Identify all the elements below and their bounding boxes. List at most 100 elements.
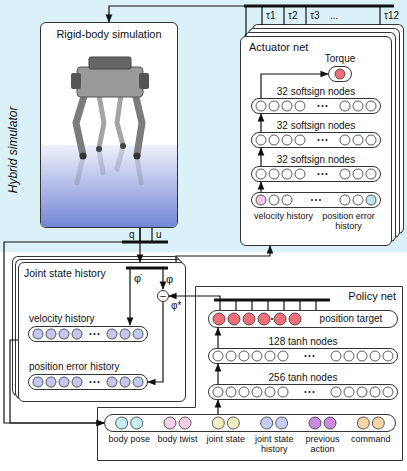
velocity-wire xyxy=(129,268,130,325)
neuron xyxy=(353,101,363,111)
hidden-layer-text: 32 softsign nodes xyxy=(252,154,380,166)
neuron xyxy=(331,351,341,361)
signal-label: φ* xyxy=(171,300,181,312)
history-buffer: position error history xyxy=(28,374,148,390)
neuron xyxy=(228,313,240,325)
neuron xyxy=(107,329,117,339)
subtract-circle-text: − xyxy=(157,290,169,302)
neuron xyxy=(252,387,262,397)
ellipsis-dot xyxy=(93,381,95,383)
policy-box-text: Policy net xyxy=(332,290,396,303)
robot-foot xyxy=(134,153,141,160)
neuron-row xyxy=(29,327,147,341)
ellipsis-dot xyxy=(317,173,319,175)
robot-foot xyxy=(80,153,87,160)
ellipsis-dot xyxy=(325,105,327,107)
signal-arrow xyxy=(217,364,218,384)
torque-label: τ12 xyxy=(384,10,399,22)
ellipsis-dot xyxy=(308,355,310,357)
signal-arrow xyxy=(260,148,261,166)
signal-label: u xyxy=(156,229,162,241)
signal-arrow xyxy=(260,114,261,132)
neuron xyxy=(256,101,266,111)
ellipsis-dot xyxy=(89,333,91,335)
hidden-layer-text: 256 tanh nodes xyxy=(209,372,397,384)
ellipsis-dot xyxy=(93,333,95,335)
neuron xyxy=(269,101,279,111)
neuron xyxy=(120,329,130,339)
robot-reflection xyxy=(77,147,141,183)
neuron xyxy=(383,387,393,397)
neuron xyxy=(72,377,82,387)
neuron xyxy=(278,351,288,361)
subtract-circle: − xyxy=(157,290,169,302)
neuron xyxy=(282,101,292,111)
neuron xyxy=(324,417,336,429)
history-buffer-text: velocity history xyxy=(29,313,95,325)
hidden-layer: 128 tanh nodes xyxy=(208,348,398,364)
torque-label: τ1 xyxy=(266,10,276,22)
ellipsis-dot xyxy=(311,199,313,201)
target-wire xyxy=(267,300,268,310)
signal-label: φ xyxy=(166,273,173,286)
neuron xyxy=(258,313,270,325)
neuron xyxy=(340,169,350,179)
observation-layer-text: body twist xyxy=(153,434,201,444)
neuron xyxy=(269,135,279,145)
neuron xyxy=(46,329,56,339)
neuron xyxy=(213,313,225,325)
ellipsis-dot xyxy=(89,381,91,383)
neuron xyxy=(256,135,266,145)
torque-wire xyxy=(379,6,380,25)
neuron xyxy=(116,417,128,429)
robot-hip xyxy=(71,73,81,89)
network-box: Actuator netTorque32 softsign nodes32 so… xyxy=(240,36,392,246)
torque-wire xyxy=(305,6,306,25)
signal-arrow xyxy=(260,182,261,192)
output-layer: position target xyxy=(208,310,398,328)
output-layer: Torque xyxy=(328,66,352,82)
simulator-region: Hybrid simulator Rigid-body simulationAc… xyxy=(0,0,407,252)
neuron xyxy=(59,377,69,387)
neuron xyxy=(226,387,236,397)
signal-arrow xyxy=(4,228,140,423)
observation-layer-text: joint state xyxy=(202,434,250,444)
ellipsis-dot xyxy=(321,139,323,141)
history-box-text: Joint state history xyxy=(24,267,106,279)
neuron xyxy=(370,387,380,397)
history-buffer: velocity history xyxy=(28,326,148,342)
neuron xyxy=(164,417,176,429)
hidden-layer-text: 32 softsign nodes xyxy=(252,86,380,98)
hidden-layer-text: 128 tanh nodes xyxy=(209,336,397,348)
target-bus xyxy=(214,299,330,302)
neuron xyxy=(33,329,43,339)
signal-arrow xyxy=(169,296,220,310)
neuron xyxy=(357,387,367,397)
history-buffer-text: position error history xyxy=(29,361,120,373)
torque-label: τ2 xyxy=(288,10,298,22)
neuron xyxy=(269,169,279,179)
neuron xyxy=(353,135,363,145)
neuron xyxy=(295,101,305,111)
robot-foot xyxy=(96,146,102,152)
neuron-row xyxy=(252,193,380,207)
neuron xyxy=(366,101,376,111)
neuron xyxy=(340,135,350,145)
neuron xyxy=(357,417,369,429)
simulation-box: Rigid-body simulation xyxy=(40,22,178,228)
ellipsis-dot xyxy=(317,139,319,141)
observation-layer-text: previous action xyxy=(298,434,346,455)
ellipsis-dot xyxy=(317,105,319,107)
hidden-layer: 256 tanh nodes xyxy=(208,384,398,400)
neuron-row xyxy=(209,349,397,363)
observation-layer-text: body pose xyxy=(105,434,153,444)
neuron xyxy=(282,195,292,205)
neuron xyxy=(239,351,249,361)
neuron xyxy=(372,417,384,429)
target-wire xyxy=(251,300,252,310)
ellipsis-dot xyxy=(304,391,306,393)
neuron xyxy=(335,69,345,79)
neuron xyxy=(252,351,262,361)
ellipsis-dot xyxy=(304,355,306,357)
